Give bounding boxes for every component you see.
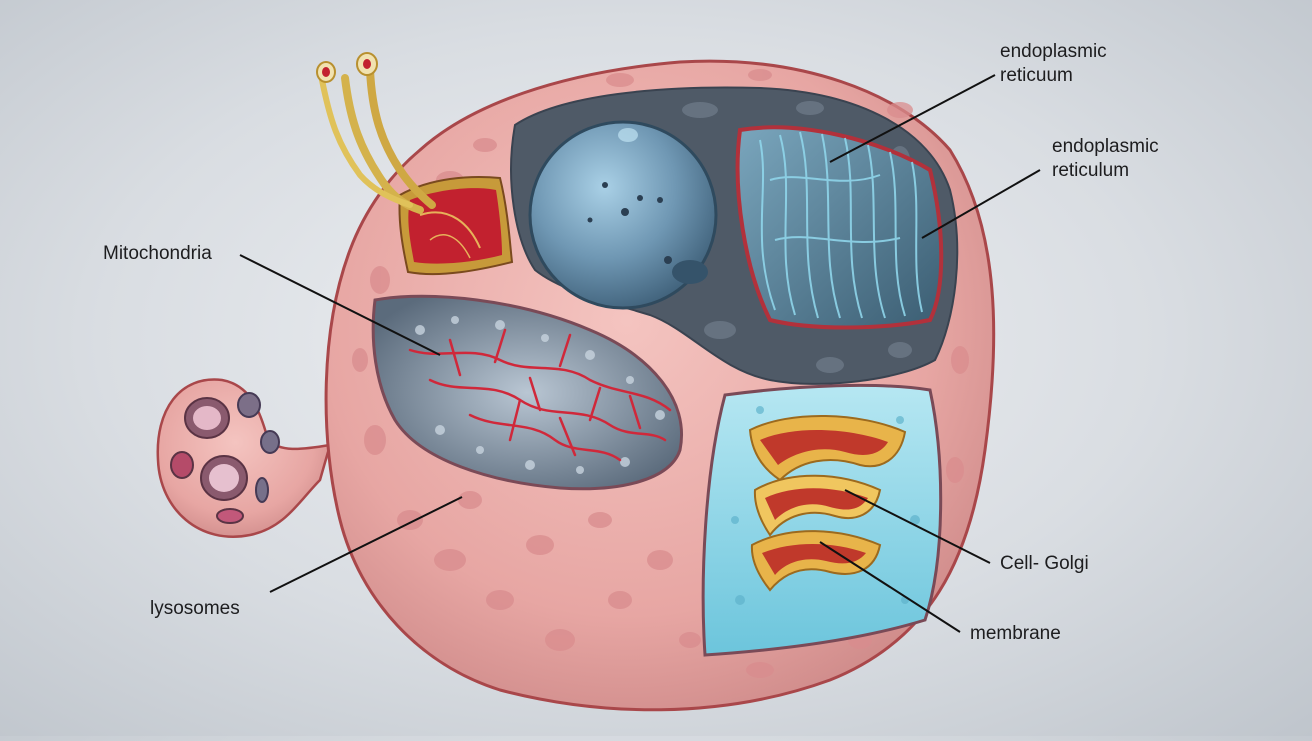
label-line-2: reticulum	[1052, 160, 1130, 181]
label-mitochondria: Mitochondria	[103, 243, 212, 264]
label-lysosomes: lysosomes	[150, 598, 240, 619]
label-endoplasmic-reticulum-right: endoplasmic reticulum	[1052, 135, 1159, 183]
leader-line-er-right	[921, 169, 1041, 239]
leader-line-mitochondria	[239, 254, 441, 356]
lysosome-bud	[156, 378, 332, 538]
label-line-1: endoplasmic	[1052, 136, 1159, 157]
leader-line-golgi	[844, 489, 991, 564]
label-line-2: reticuum	[1000, 65, 1073, 86]
nucleus	[528, 120, 718, 310]
golgi-vesicle-top	[316, 52, 514, 276]
leader-line-lysosomes	[269, 496, 463, 593]
label-cell-golgi: Cell- Golgi	[1000, 553, 1089, 574]
mitochondria-region	[371, 294, 683, 491]
golgi-region	[701, 383, 943, 657]
label-endoplasmic-reticulum-top: endoplasmic reticuum	[1000, 40, 1107, 88]
label-line-1: endoplasmic	[1000, 41, 1107, 62]
leader-line-membrane	[819, 541, 961, 633]
label-membrane: membrane	[970, 623, 1061, 644]
leader-lines	[239, 74, 1041, 633]
leader-line-er-top	[829, 74, 996, 163]
